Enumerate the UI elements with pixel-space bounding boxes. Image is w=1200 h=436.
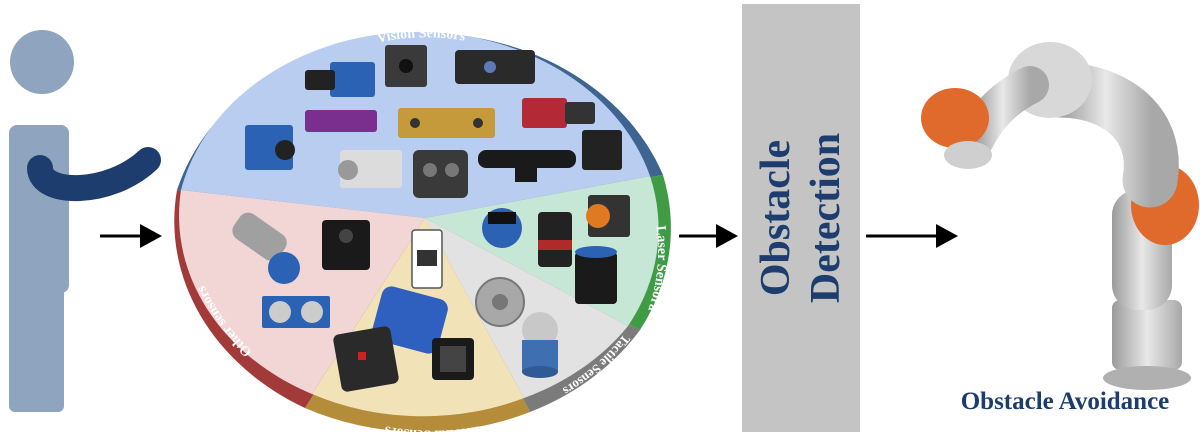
tactile-sensor-icon — [522, 312, 558, 378]
tactile-sensor-icon — [475, 277, 525, 327]
proximity-sensor-icon — [322, 220, 370, 270]
camera-icon — [245, 125, 295, 170]
ultrasonic-sensor-icon — [262, 296, 330, 328]
laser-scanner-icon — [538, 212, 572, 267]
arrow-icon — [678, 224, 738, 248]
detection-line-2: Detection — [803, 132, 850, 304]
camera-icon — [338, 150, 402, 188]
detection-line-1: Obstacle — [753, 139, 800, 297]
imu-icon — [411, 229, 443, 289]
camera-icon — [413, 150, 468, 198]
camera-icon — [398, 108, 495, 138]
tactile-sector — [425, 218, 628, 398]
camera-icon — [305, 110, 377, 132]
obstacle-detection-label: Obstacle Detection — [742, 4, 860, 432]
laser-scanner-icon — [586, 195, 630, 237]
camera-icon — [478, 150, 576, 182]
detection-box — [742, 4, 860, 432]
camera-icon — [522, 98, 595, 128]
camera-icon — [455, 50, 535, 84]
imu-icon — [333, 326, 399, 392]
laser-scanner-icon — [575, 246, 617, 304]
proximity-sensor-icon — [232, 212, 300, 284]
camera-icon — [385, 45, 427, 87]
arrow-icon — [100, 224, 162, 248]
segment-label-inertial: Inertial Sensors — [383, 422, 482, 436]
laser-scanner-icon — [482, 208, 522, 248]
camera-icon — [582, 130, 622, 170]
imu-icon — [432, 338, 474, 380]
arrow-icon — [866, 224, 958, 248]
person-icon — [9, 30, 161, 412]
obstacle-avoidance-label: Obstacle Avoidance — [960, 388, 1170, 415]
camera-icon — [305, 62, 375, 97]
segment-label-vision: Vision Sensors — [376, 26, 467, 46]
robot-arm-icon — [921, 42, 1199, 390]
sensor-wheel: Vision Sensors Laser Sensora Tactile Sen… — [170, 4, 680, 436]
